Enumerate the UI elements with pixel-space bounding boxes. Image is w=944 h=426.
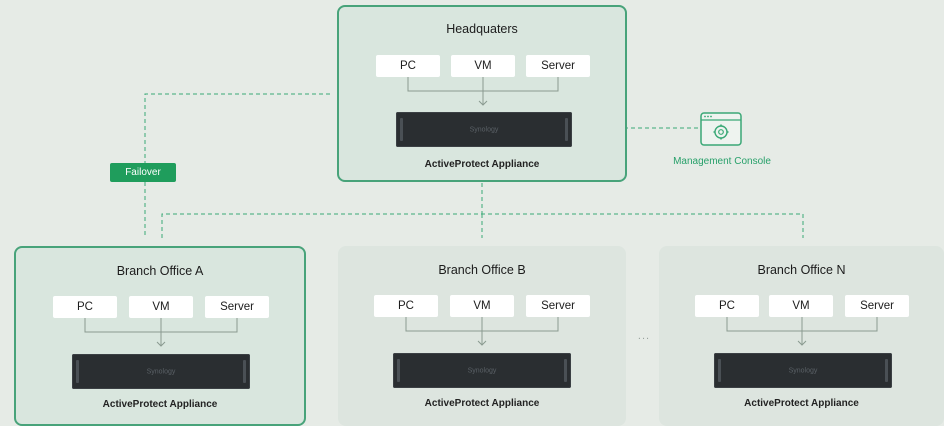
- vm-chip: VM: [451, 55, 515, 77]
- branch-title: Branch Office B: [438, 263, 526, 277]
- appliance-device: Synology: [72, 354, 250, 389]
- device-brand: Synology: [469, 126, 499, 133]
- device-brand: Synology: [788, 367, 818, 374]
- server-chip: Server: [845, 295, 909, 317]
- vm-chip: VM: [450, 295, 514, 317]
- management-console-label: Management Console: [673, 156, 771, 167]
- appliance-caption: ActiveProtect Appliance: [424, 159, 540, 170]
- branch-office-a-panel: Branch Office A PC VM Server Synology Ac…: [14, 246, 306, 426]
- pc-chip: PC: [695, 295, 759, 317]
- server-chip: Server: [526, 55, 590, 77]
- appliance-device: Synology: [393, 353, 571, 388]
- server-chip: Server: [526, 295, 590, 317]
- vm-chip: VM: [769, 295, 833, 317]
- branch-title: Branch Office A: [116, 264, 204, 278]
- device-brand: Synology: [146, 368, 176, 375]
- failover-link: [144, 93, 330, 238]
- branch-title: Branch Office N: [757, 263, 846, 277]
- browser-gear-icon: [699, 112, 743, 146]
- chip-merge-connector: [84, 318, 238, 347]
- pc-chip: PC: [53, 296, 117, 318]
- headquarters-title: Headquaters: [446, 22, 518, 36]
- appliance-caption: ActiveProtect Appliance: [424, 398, 540, 409]
- chip-merge-connector: [407, 77, 559, 106]
- appliance-device: Synology: [714, 353, 892, 388]
- appliance-caption: ActiveProtect Appliance: [744, 398, 859, 409]
- failover-badge: Failover: [110, 163, 176, 182]
- appliance-device: Synology: [396, 112, 572, 147]
- chip-merge-connector: [405, 317, 559, 346]
- chip-merge-connector: [726, 317, 878, 346]
- branch-office-n-panel: Branch Office N PC VM Server Synology Ac…: [659, 246, 944, 426]
- branch-office-b-panel: Branch Office B PC VM Server Synology Ac…: [338, 246, 626, 426]
- pc-chip: PC: [374, 295, 438, 317]
- appliance-caption: ActiveProtect Appliance: [102, 399, 218, 410]
- device-brand: Synology: [467, 367, 497, 374]
- vm-chip: VM: [129, 296, 193, 318]
- pc-chip: PC: [376, 55, 440, 77]
- more-branches-ellipsis: ...: [637, 330, 651, 342]
- headquarters-panel: Headquaters PC VM Server Synology Active…: [337, 5, 627, 182]
- server-chip: Server: [205, 296, 269, 318]
